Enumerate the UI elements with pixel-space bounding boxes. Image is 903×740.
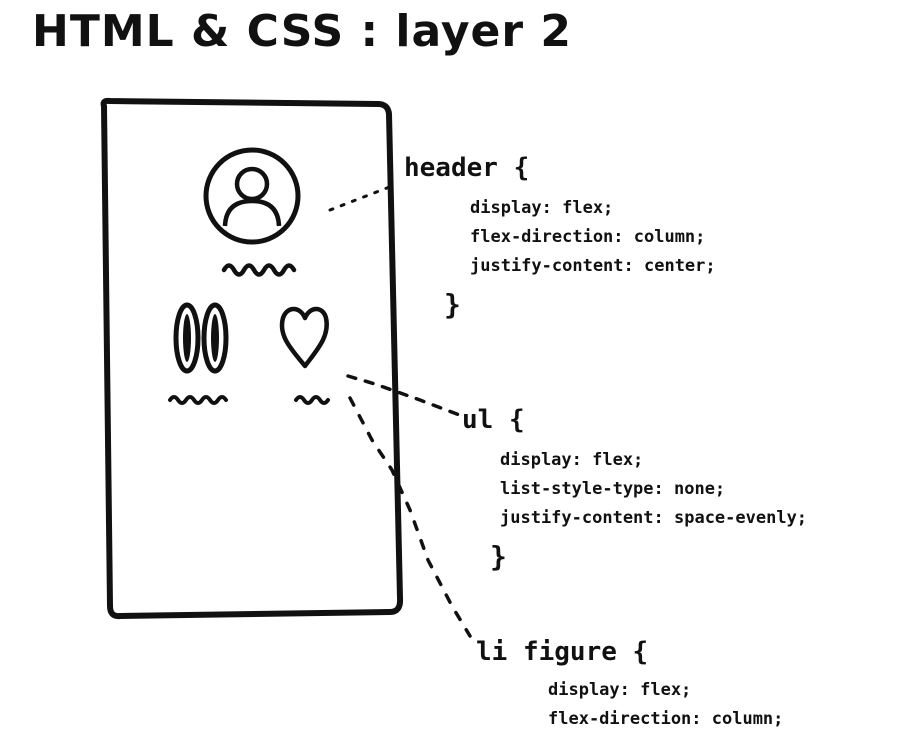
header-selector: header { (404, 153, 530, 183)
avatar-icon (203, 147, 301, 245)
eyes-icon (173, 302, 229, 374)
ul-connector (346, 374, 464, 418)
li-figure-decl-2: flex-direction: column; (548, 709, 784, 730)
heart-label-squiggle (294, 395, 330, 405)
ul-decl-2: list-style-type: none; (500, 479, 726, 500)
li-figure-rule: li figure { display: flex; flex-directio… (476, 630, 783, 734)
header-close-brace: } (444, 287, 461, 321)
eyes-label-squiggle (168, 395, 228, 405)
li-figure-connector (348, 396, 472, 638)
ul-close-brace: } (490, 539, 507, 573)
heart-icon (279, 306, 329, 369)
li-figure-decl-1: display: flex; (548, 680, 692, 701)
header-rule: header { display: flex; flex-direction: … (404, 146, 716, 328)
ul-selector: ul { (462, 405, 525, 435)
header-decl-3: justify-content: center; (470, 255, 716, 276)
diagram-title: HTML & CSS : layer 2 (32, 6, 572, 57)
header-connector (328, 184, 394, 212)
phone-frame (100, 97, 404, 620)
header-decl-1: display: flex; (470, 198, 614, 219)
ul-decl-1: display: flex; (500, 450, 644, 471)
ul-rule: ul { display: flex; list-style-type: non… (462, 398, 807, 580)
ul-decl-3: justify-content: space-evenly; (500, 507, 808, 528)
name-squiggle (221, 263, 297, 277)
header-decl-2: flex-direction: column; (470, 227, 706, 248)
li-figure-selector: li figure { (476, 637, 649, 667)
